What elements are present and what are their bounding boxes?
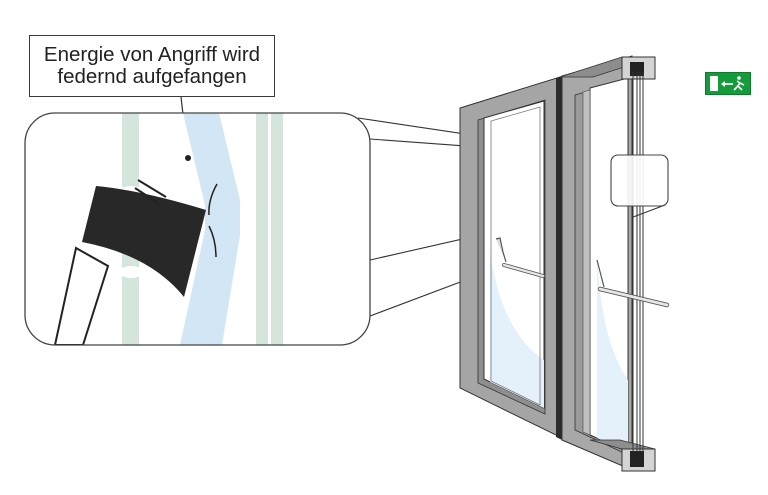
axe-icon xyxy=(53,179,218,345)
zoom-target-box xyxy=(610,154,669,207)
door-handle-right xyxy=(596,259,670,308)
door-handle-left xyxy=(495,237,545,278)
double-glazed-door-icon xyxy=(459,55,670,472)
callout-label: Energie von Angriff wird federnd aufgefa… xyxy=(29,35,275,97)
callout-line-1: Energie von Angriff wird xyxy=(43,43,261,66)
magnified-detail xyxy=(24,112,371,346)
callout-line-2: federnd aufgefangen xyxy=(57,65,247,88)
emergency-exit-sign-icon xyxy=(705,72,751,95)
leader-dot xyxy=(185,155,191,161)
